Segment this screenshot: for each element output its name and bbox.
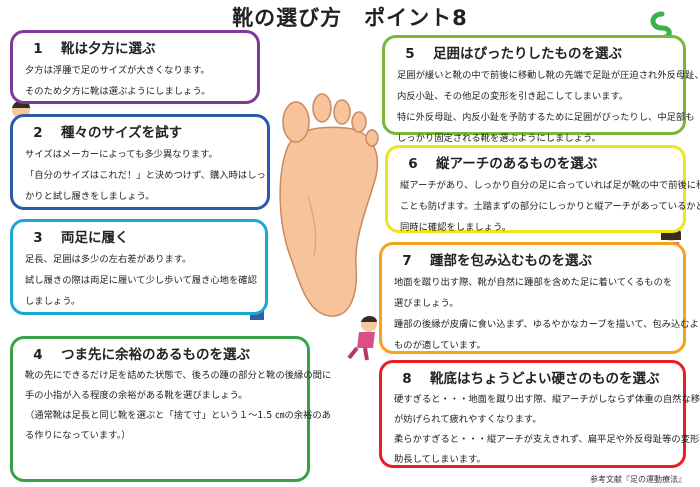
point-text: 硬すぎると・・・地面を蹴り出す際、縦アーチがしならず体重の自然な移動 [394,394,700,405]
point-text: しっかり固定される靴を選ぶようにしましょう。 [397,133,601,144]
point-text: そのため夕方に靴は選ぶようにしましょう。 [25,86,211,97]
point-text: 同時に確認をしましょう。 [400,222,512,233]
point-text: サイズはメーカーによっても多少異なります。 [25,149,218,160]
page-title: 靴の選び方 ポイント8 [232,6,468,30]
point-text: 試し履きの際は両足に履いて少し歩いて履き心地を確認 [25,275,257,286]
point-text: 助長してしまいます。 [394,454,486,465]
point-text: （通常靴は足長と同じ靴を選ぶと「捨て寸」という１～1.5 ㎝の余裕のあ [25,410,331,421]
footnote: 参考文献『足の運動療法』 [590,475,686,484]
child-illustration [347,316,377,361]
point-text: しましょう。 [25,296,81,307]
point-text: 足囲が緩いと靴の中で前後に移動し靴の先端で足趾が圧迫され外反母趾、 [397,70,700,81]
point-text: 選びましょう。 [394,298,459,309]
point-text: 「自分のサイズはこれだ！」と決めつけず、購入時はしっ [25,170,266,181]
point-text: 内反小趾、その他足の変形を引き起こしてしまいます。 [397,91,629,102]
point-text: 靴の先にできるだけ足を詰めた状態で、後ろの踵の部分と靴の後縁の間に [25,370,332,381]
point-text: 夕方は浮腫で足のサイズが大きくなります。 [25,65,210,76]
point-text: が妨げられて疲れやすくなります。 [394,414,542,425]
point-text: 特に外反母趾、内反小趾を予防するために足囲がぴったりし、中足部も [397,112,695,123]
point-text: 地面を蹴り出す際、靴が自然に踵部を含めた足に着いてくるものを [394,277,673,288]
point-text: ものが適しています。 [394,340,486,351]
point-text: 柔らかすぎると・・・縦アーチが支えきれず、扁平足や外反母趾等の変形を [394,434,700,445]
point-text: 踵部の後縁が皮膚に食い込まず、ゆるやかなカーブを描いて、包み込むような [394,319,700,330]
point-text: 足長、足囲は多少の左右差があります。 [25,254,192,265]
point-text: かりと試し履きをしましょう。 [25,191,155,202]
point-text: る作りになっています。） [25,430,131,441]
point-text: ことも防げます。土踏まずの部分にしっかりと縦アーチがあっているかどうかも [400,201,700,212]
foot-illustration [279,93,379,317]
point-text: 手の小指が入る程度の余裕がある靴を選びましょう。 [25,390,248,401]
point-text: 縦アーチがあり、しっかり自分の足に合っていれば足が靴の中で前後に移動する [400,180,700,191]
